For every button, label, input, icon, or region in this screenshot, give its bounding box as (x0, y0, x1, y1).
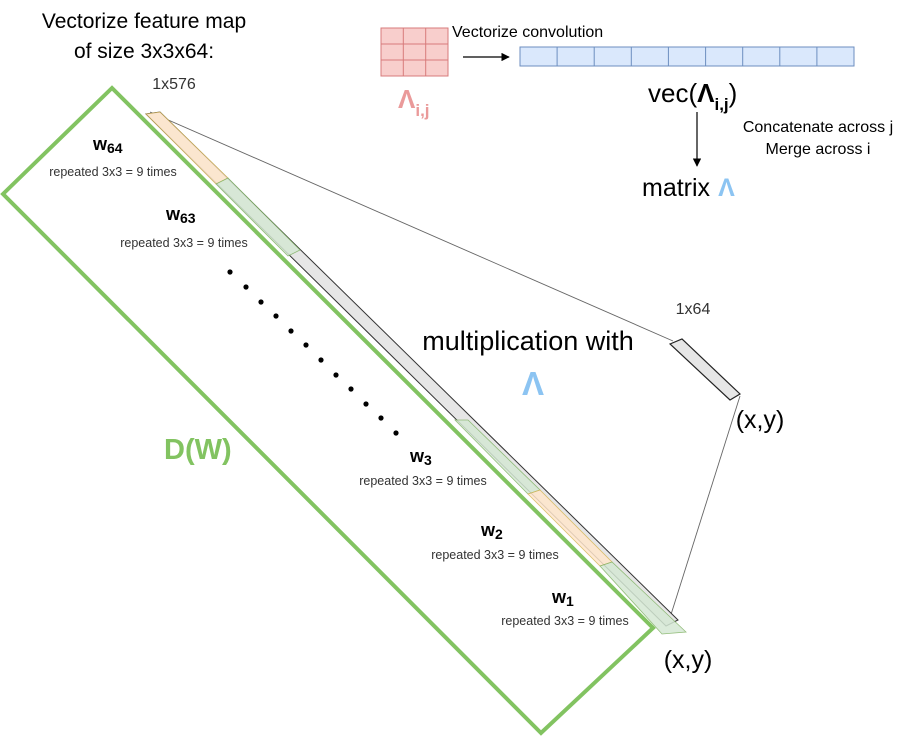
vec-lambda-subscript: i,j (714, 95, 728, 114)
w2-base: w (480, 520, 496, 540)
multiplication-with-label: multiplication with (422, 326, 634, 356)
xy-label-upper: (x,y) (736, 406, 785, 434)
w2-label: w2 (480, 520, 503, 542)
w63-label: w63 (165, 204, 196, 226)
matrix-word: matrix (642, 174, 711, 202)
w64-label: w64 (92, 134, 123, 156)
concatenate-across-j-label: Concatenate across j (743, 119, 893, 136)
w1-base: w (551, 587, 567, 607)
w63-repeated: repeated 3x3 = 9 times (120, 236, 248, 250)
w1-label: w1 (551, 587, 574, 609)
size-label-1x64: 1x64 (676, 301, 711, 318)
matrix-lambda-glyph: Λ (718, 174, 735, 202)
dw-label: D(W) (164, 434, 232, 466)
w3-repeated: repeated 3x3 = 9 times (359, 474, 487, 488)
vectorize-convolution-label: Vectorize convolution (452, 24, 603, 41)
output-strip-1x64 (668, 338, 741, 401)
w63-sub: 63 (180, 210, 196, 226)
w3-sub: 3 (424, 452, 432, 468)
w64-repeated: repeated 3x3 = 9 times (49, 165, 177, 179)
merge-across-i-label: Merge across i (766, 141, 871, 158)
connector-bottom (667, 395, 741, 625)
size-label-1x576: 1x576 (152, 76, 196, 93)
w64-base: w (92, 134, 108, 154)
xy-label-lower: (x,y) (664, 646, 713, 674)
vec-lambda-label: vec(Λi,j) (648, 78, 737, 114)
vectorized-bar (519, 46, 855, 67)
vec-lambda-glyph: Λ (697, 78, 715, 108)
connector-top (149, 111, 674, 342)
dw-boundary (0, 85, 656, 736)
w63-base: w (165, 204, 181, 224)
w3-label: w3 (409, 446, 432, 468)
title-line-1: Vectorize feature map (42, 10, 246, 33)
vec-prefix: vec( (648, 78, 697, 108)
vec-suffix: ) (729, 78, 738, 108)
lambda-ij-label: Λi,j (398, 84, 430, 120)
ellipsis-dots (227, 269, 399, 436)
multiplication-lambda-glyph: Λ (522, 365, 544, 402)
title-line-2: of size 3x3x64: (74, 40, 214, 63)
lambda-grid (380, 27, 449, 77)
w1-sub: 1 (566, 593, 574, 609)
lambda-glyph: Λ (398, 84, 416, 114)
w3-base: w (409, 446, 425, 466)
w2-sub: 2 (495, 526, 503, 542)
w2-repeated: repeated 3x3 = 9 times (431, 548, 559, 562)
segment-w1 (599, 561, 687, 635)
segment-w63 (215, 177, 301, 257)
w64-sub: 64 (107, 140, 123, 156)
w1-repeated: repeated 3x3 = 9 times (501, 614, 629, 628)
lambda-subscript: i,j (415, 101, 429, 120)
